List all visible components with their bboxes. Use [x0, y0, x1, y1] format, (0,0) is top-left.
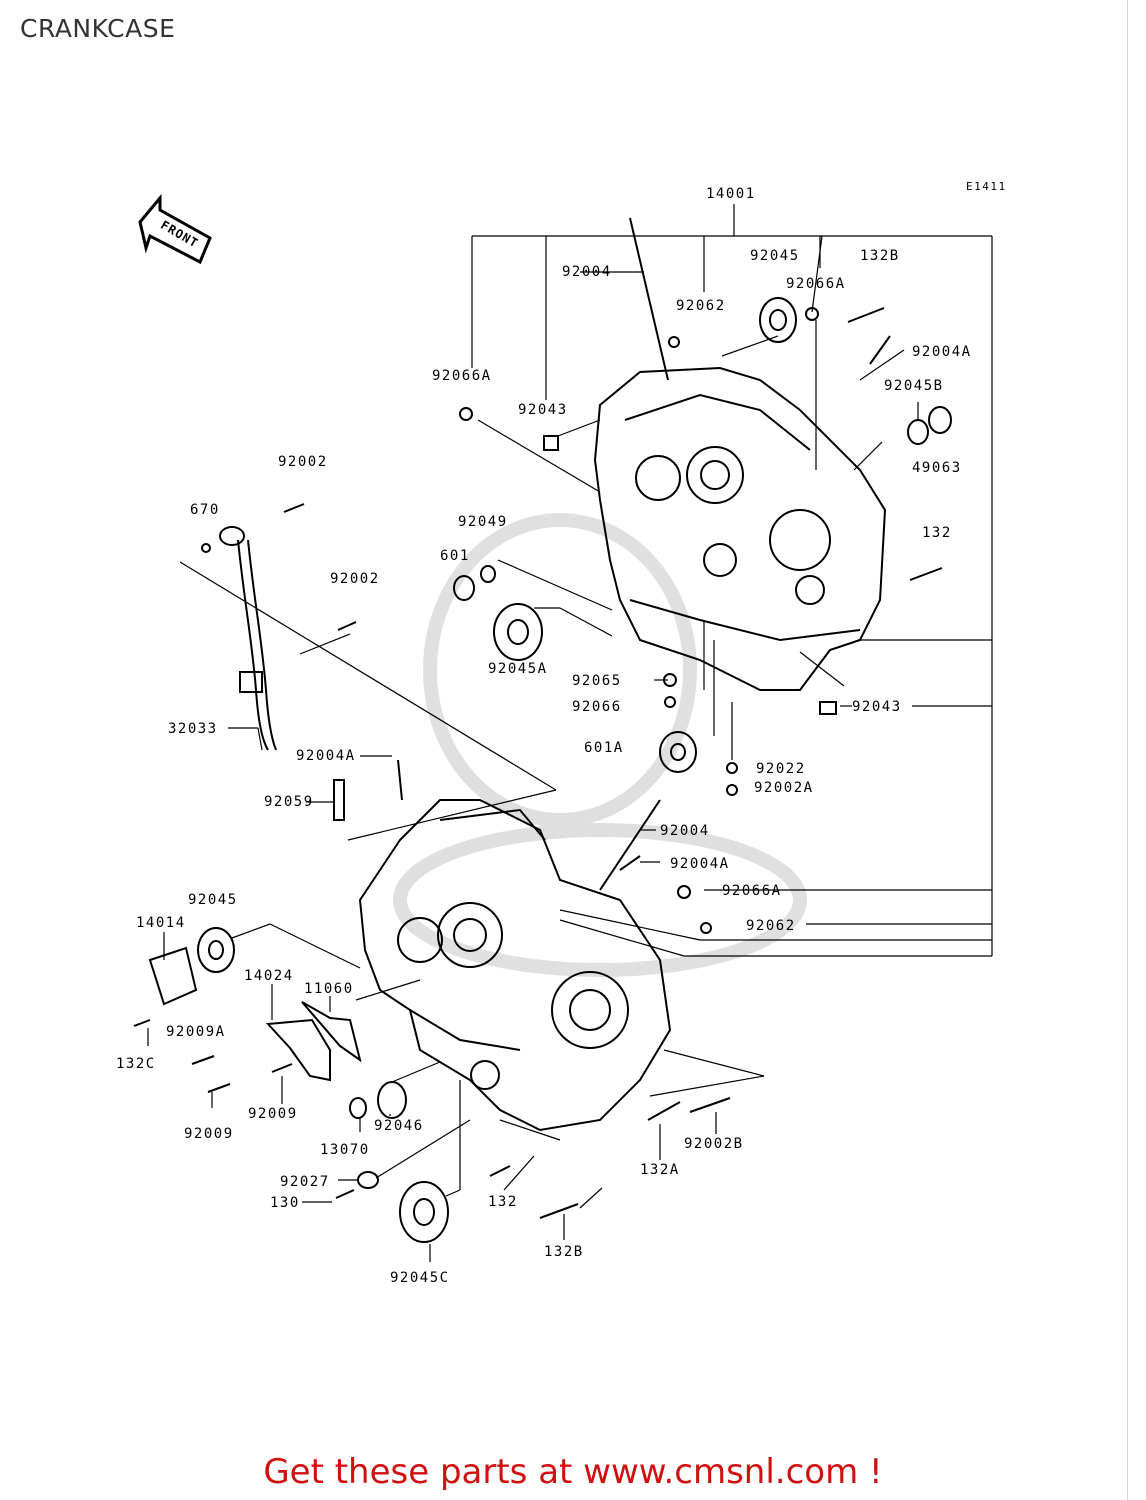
- part-label: 130: [270, 1195, 300, 1211]
- part-label: 92062: [676, 298, 726, 314]
- part-label: 92002A: [754, 780, 814, 796]
- part-label: 601A: [584, 740, 624, 756]
- part-label: 670: [190, 502, 220, 518]
- part-label: 92066A: [722, 883, 782, 899]
- part-label: 92004: [660, 823, 710, 839]
- part-label: 92066A: [432, 368, 492, 384]
- part-label: 92045C: [390, 1270, 450, 1286]
- part-label: 92062: [746, 918, 796, 934]
- upper-crankcase-half: [593, 366, 887, 691]
- part-label: 92004A: [670, 856, 730, 872]
- part-label: 14024: [244, 968, 294, 984]
- part-label: 132: [488, 1194, 518, 1210]
- part-label: 11060: [304, 981, 354, 997]
- front-arrow-icon: FRONT: [138, 193, 212, 265]
- part-label: 92027: [280, 1174, 330, 1190]
- part-label: 13070: [320, 1142, 370, 1158]
- part-label: 92002B: [684, 1136, 744, 1152]
- part-label: 14014: [136, 915, 186, 931]
- part-label: 92009: [248, 1106, 298, 1122]
- part-label: 92043: [518, 402, 568, 418]
- part-label: 132B: [544, 1244, 584, 1260]
- part-label: 49063: [912, 460, 962, 476]
- part-label: 92066A: [786, 276, 846, 292]
- part-label: 92009A: [166, 1024, 226, 1040]
- part-label: 92004: [562, 264, 612, 280]
- part-label: 92002: [330, 571, 380, 587]
- part-label: 92004A: [912, 344, 972, 360]
- part-label: 92049: [458, 514, 508, 530]
- page-title: CRANKCASE: [20, 14, 176, 43]
- watermark-logo: [393, 513, 807, 977]
- part-label: 92045B: [884, 378, 944, 394]
- part-label: 132B: [860, 248, 900, 264]
- part-label: 132A: [640, 1162, 680, 1178]
- oil-pipe: [219, 526, 277, 751]
- part-label: 132: [922, 525, 952, 541]
- leader-lines: [147, 204, 993, 1262]
- part-label: 132C: [116, 1056, 156, 1072]
- part-label: 92022: [756, 761, 806, 777]
- part-label: 92045: [188, 892, 238, 908]
- part-label: 92004A: [296, 748, 356, 764]
- part-label: 92065: [572, 673, 622, 689]
- parts-shapes: [133, 217, 952, 1243]
- lower-crankcase-half: [358, 799, 672, 1132]
- part-labels: 14001 92004 92062 92045 92066A 132B 9200…: [116, 186, 972, 1286]
- part-label: 92059: [264, 794, 314, 810]
- part-label: 92002: [278, 454, 328, 470]
- part-label: 32033: [168, 721, 218, 737]
- footer-parts-link[interactable]: Get these parts at www.cmsnl.com !: [263, 1452, 883, 1492]
- part-label: 92046: [374, 1118, 424, 1134]
- part-label: 92045: [750, 248, 800, 264]
- part-label: 92043: [852, 699, 902, 715]
- part-label: 601: [440, 548, 470, 564]
- diagram-code: E1411: [966, 180, 1007, 193]
- part-label: 92045A: [488, 661, 548, 677]
- part-label: 92066: [572, 699, 622, 715]
- part-label: 14001: [706, 186, 756, 202]
- part-label: 92009: [184, 1126, 234, 1142]
- right-border: [1127, 0, 1128, 1500]
